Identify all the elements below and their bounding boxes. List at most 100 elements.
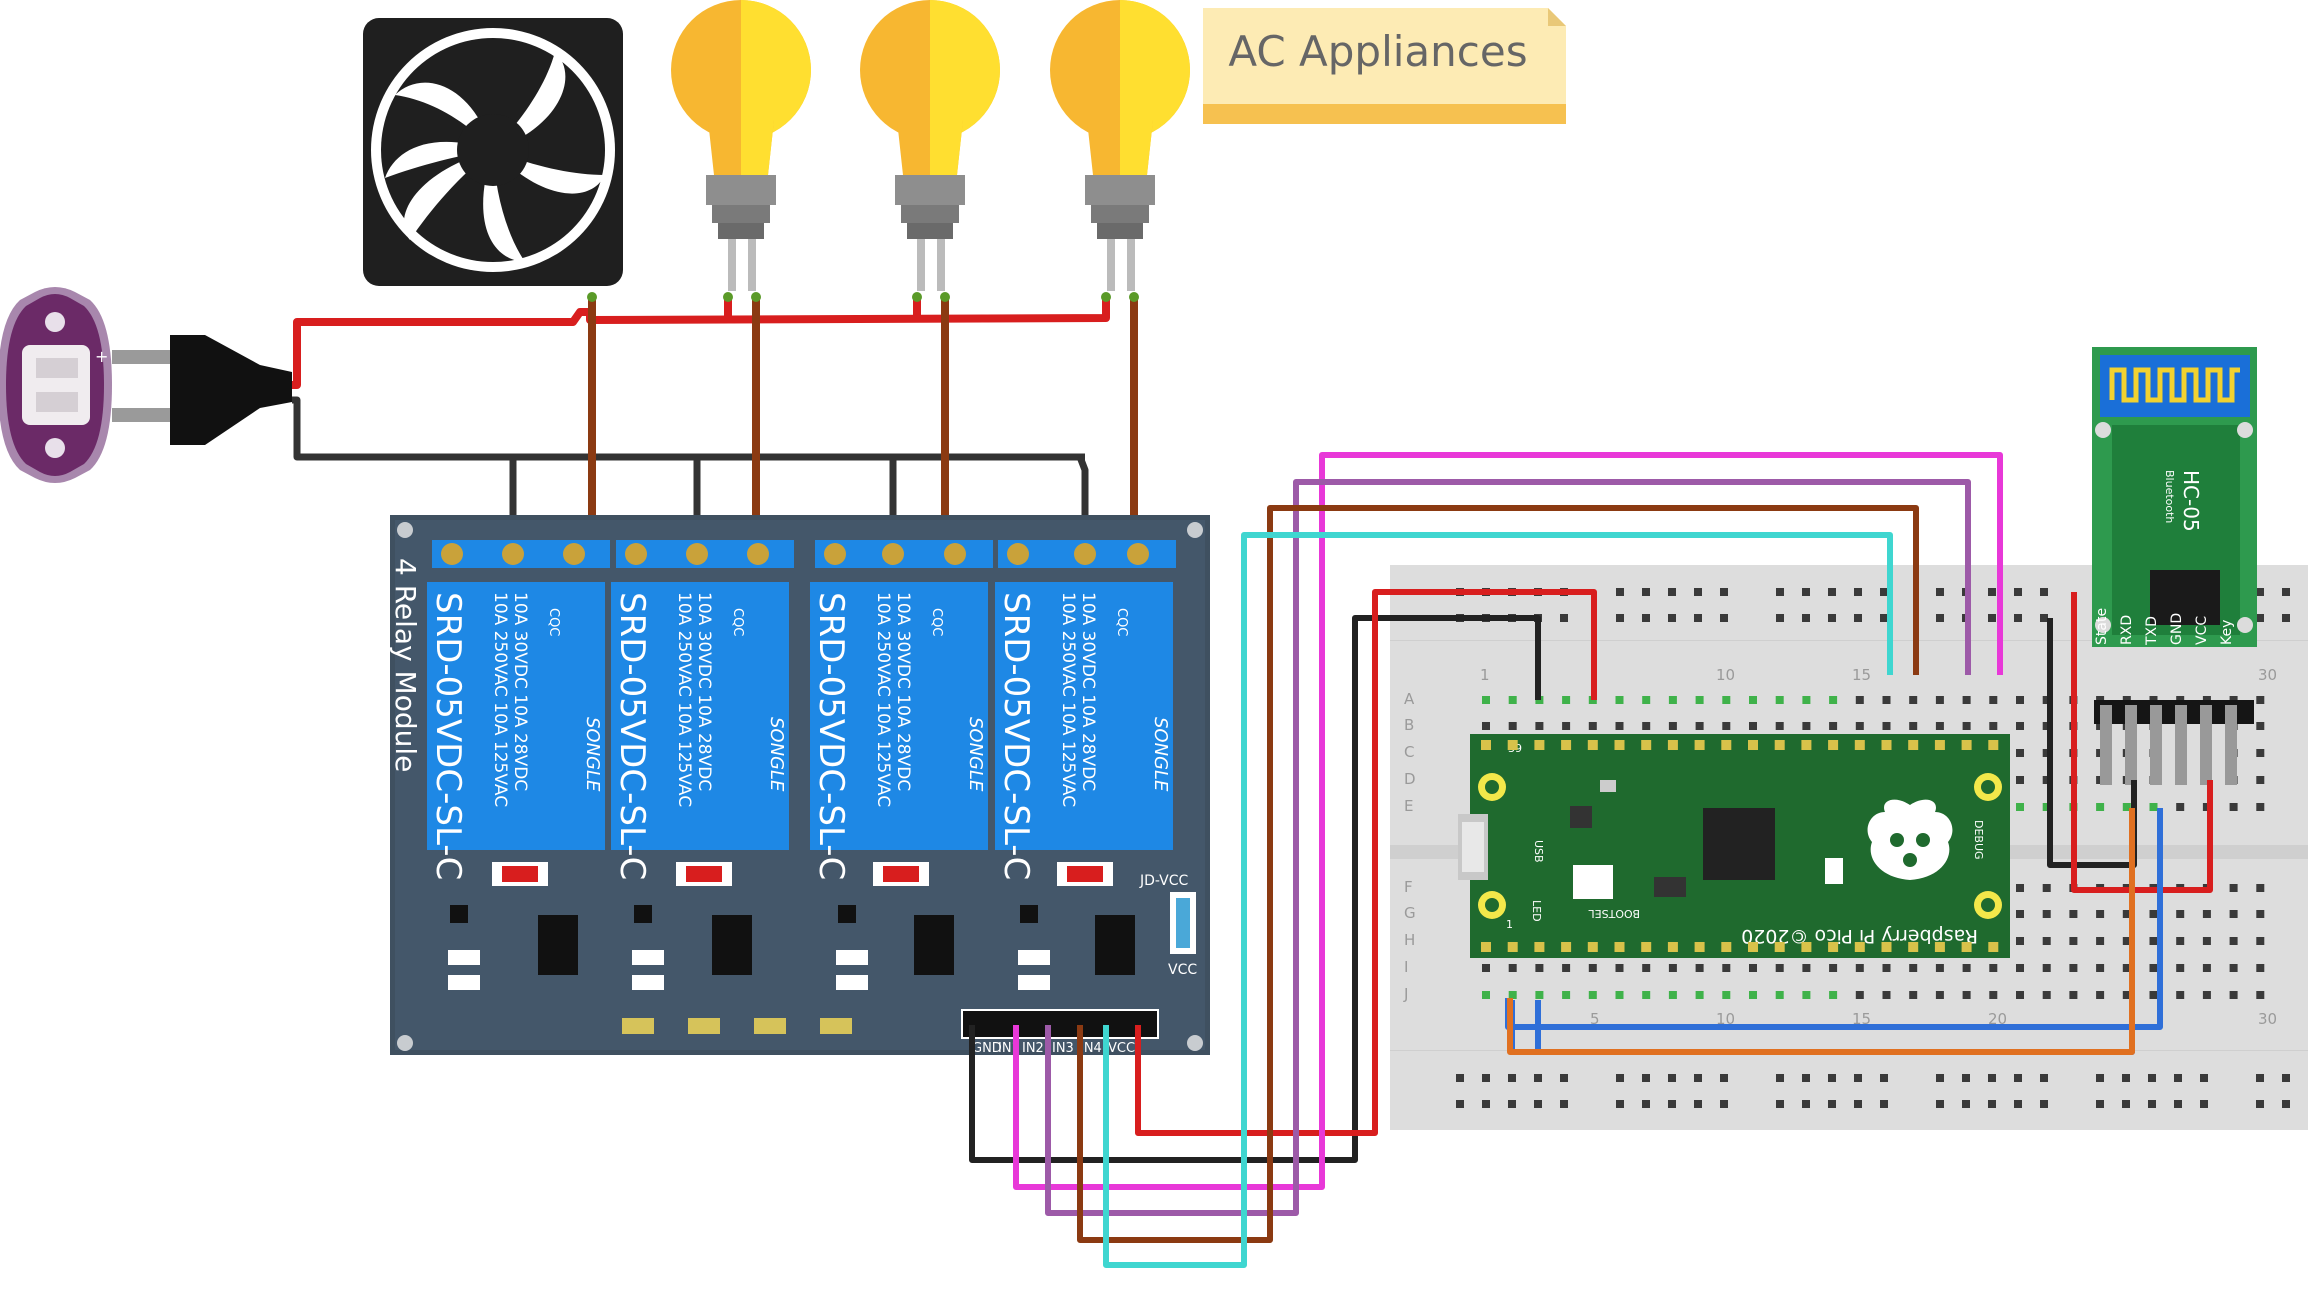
breadboard-hole bbox=[1988, 614, 1996, 622]
breadboard-hole bbox=[2148, 1100, 2156, 1108]
terminal-block-1 bbox=[432, 540, 610, 568]
breadboard-hole bbox=[1802, 722, 1811, 730]
breadboard-hole bbox=[1562, 722, 1571, 730]
breadboard-hole bbox=[1882, 964, 1891, 972]
breadboard-hole bbox=[1722, 722, 1731, 730]
breadboard-hole bbox=[2016, 884, 2024, 892]
row-label-d: D bbox=[1404, 770, 1416, 788]
breadboard-hole bbox=[1642, 722, 1651, 730]
breadboard-hole bbox=[1694, 588, 1702, 596]
col-number-30: 30 bbox=[2258, 666, 2277, 684]
breadboard-hole bbox=[1722, 991, 1731, 999]
breadboard-hole bbox=[2016, 964, 2024, 972]
breadboard-hole bbox=[2096, 991, 2105, 999]
breadboard-hole bbox=[2149, 910, 2158, 918]
pico-pin bbox=[1854, 942, 1865, 952]
pico-label: Raspberry Pi Pico ©2020 bbox=[1741, 925, 1978, 947]
pico-pin bbox=[1614, 942, 1625, 952]
relay-module: 4 Relay Module SRD-05VDC-SL-C 10A 250VAC… bbox=[389, 515, 1210, 1056]
breadboard-hole bbox=[1936, 1100, 1944, 1108]
breadboard-hole bbox=[1535, 722, 1544, 730]
breadboard-hole bbox=[2042, 776, 2051, 784]
row-label-h: H bbox=[1404, 931, 1415, 949]
breadboard-hole bbox=[2256, 964, 2265, 972]
breadboard-hole bbox=[1560, 614, 1568, 622]
breadboard-hole bbox=[1828, 614, 1836, 622]
pico-pin-headers bbox=[1481, 740, 1999, 952]
bulb-icon-1 bbox=[671, 0, 811, 291]
relay-2: SRD-05VDC-SL-C 10A 250VAC 10A 125VAC 10A… bbox=[611, 582, 789, 880]
breadboard-hole bbox=[2096, 1074, 2104, 1082]
pico-pin bbox=[1988, 740, 1999, 750]
row-label-a: A bbox=[1404, 690, 1415, 708]
svg-text:+: + bbox=[95, 347, 108, 366]
breadboard-hole bbox=[1560, 1100, 1568, 1108]
pico-led-label: LED bbox=[1530, 900, 1543, 922]
col-number-1: 1 bbox=[1480, 666, 1490, 684]
pico-pin bbox=[1534, 740, 1545, 750]
breadboard-hole bbox=[1615, 722, 1624, 730]
breadboard-hole bbox=[2096, 910, 2105, 918]
breadboard-hole bbox=[1802, 991, 1811, 999]
terminal-block-2 bbox=[616, 540, 794, 568]
pico-pin bbox=[1561, 942, 1572, 952]
row-label-f: F bbox=[1404, 878, 1413, 896]
breadboard-hole bbox=[1535, 991, 1544, 999]
relay-2-model: SRD-05VDC-SL-C bbox=[612, 592, 652, 880]
breadboard-hole bbox=[1828, 1074, 1836, 1082]
breadboard-hole bbox=[1456, 1074, 1464, 1082]
breadboard-hole bbox=[2042, 722, 2051, 730]
breadboard-hole bbox=[1642, 991, 1651, 999]
breadboard-hole bbox=[1722, 696, 1731, 704]
note-title: AC Appliances bbox=[1228, 27, 1527, 76]
breadboard-hole bbox=[1722, 964, 1731, 972]
breadboard-hole bbox=[2042, 749, 2051, 757]
breadboard-hole bbox=[1909, 964, 1918, 972]
uart-orange-wire bbox=[1507, 808, 2135, 1055]
breadboard-hole bbox=[1855, 991, 1864, 999]
breadboard-hole bbox=[1989, 696, 1998, 704]
jumper-bottom-label: VCC bbox=[1168, 962, 1197, 978]
breadboard-hole bbox=[1802, 696, 1811, 704]
breadboard-hole bbox=[2229, 937, 2238, 945]
power-socket-icon: + bbox=[0, 287, 112, 483]
breadboard-hole bbox=[1776, 588, 1784, 596]
breadboard-hole bbox=[2202, 803, 2211, 811]
pico-pin bbox=[1507, 740, 1518, 750]
breadboard-hole bbox=[1588, 964, 1597, 972]
fan-icon bbox=[363, 18, 623, 286]
breadboard-hole bbox=[1829, 722, 1838, 730]
pico-pin bbox=[1641, 942, 1652, 952]
breadboard-hole bbox=[2042, 910, 2051, 918]
breadboard-hole bbox=[1935, 991, 1944, 999]
bulb-icon-2 bbox=[860, 0, 1000, 291]
breadboard-hole bbox=[1482, 1100, 1490, 1108]
breadboard-hole bbox=[1829, 964, 1838, 972]
relay-4: SRD-05VDC-SL-C 10A 250VAC 10A 125VAC 10A… bbox=[995, 582, 1173, 880]
breadboard-hole bbox=[2256, 722, 2265, 730]
relay-3-rating-2: 10A 30VDC 10A 28VDC bbox=[893, 592, 913, 791]
breadboard-hole bbox=[1508, 1074, 1516, 1082]
pico-pin bbox=[1721, 942, 1732, 952]
terminal-block-4 bbox=[998, 540, 1176, 568]
breadboard-hole bbox=[1615, 991, 1624, 999]
breadboard-hole bbox=[1482, 696, 1490, 704]
breadboard-hole bbox=[1482, 722, 1490, 730]
pico-pin bbox=[1854, 740, 1865, 750]
breadboard-hole bbox=[1776, 1074, 1784, 1082]
breadboard-hole bbox=[2069, 910, 2078, 918]
breadboard-hole bbox=[1749, 964, 1757, 972]
breadboard-hole bbox=[1880, 1100, 1888, 1108]
pico-pin bbox=[1748, 942, 1758, 952]
breadboard-hole bbox=[2229, 991, 2238, 999]
breadboard-hole bbox=[1695, 722, 1704, 730]
breadboard-hole bbox=[1909, 722, 1918, 730]
breadboard-hole bbox=[2256, 803, 2265, 811]
col-number-bottom-10: 10 bbox=[1716, 1010, 1735, 1028]
breadboard-hole bbox=[1802, 1074, 1810, 1082]
hc05-name: HC-05 bbox=[2179, 470, 2203, 532]
breadboard-hole bbox=[1562, 991, 1571, 999]
breadboard-hole bbox=[1749, 991, 1757, 999]
pico-pin bbox=[1828, 942, 1839, 952]
row-label-c: C bbox=[1404, 743, 1414, 761]
